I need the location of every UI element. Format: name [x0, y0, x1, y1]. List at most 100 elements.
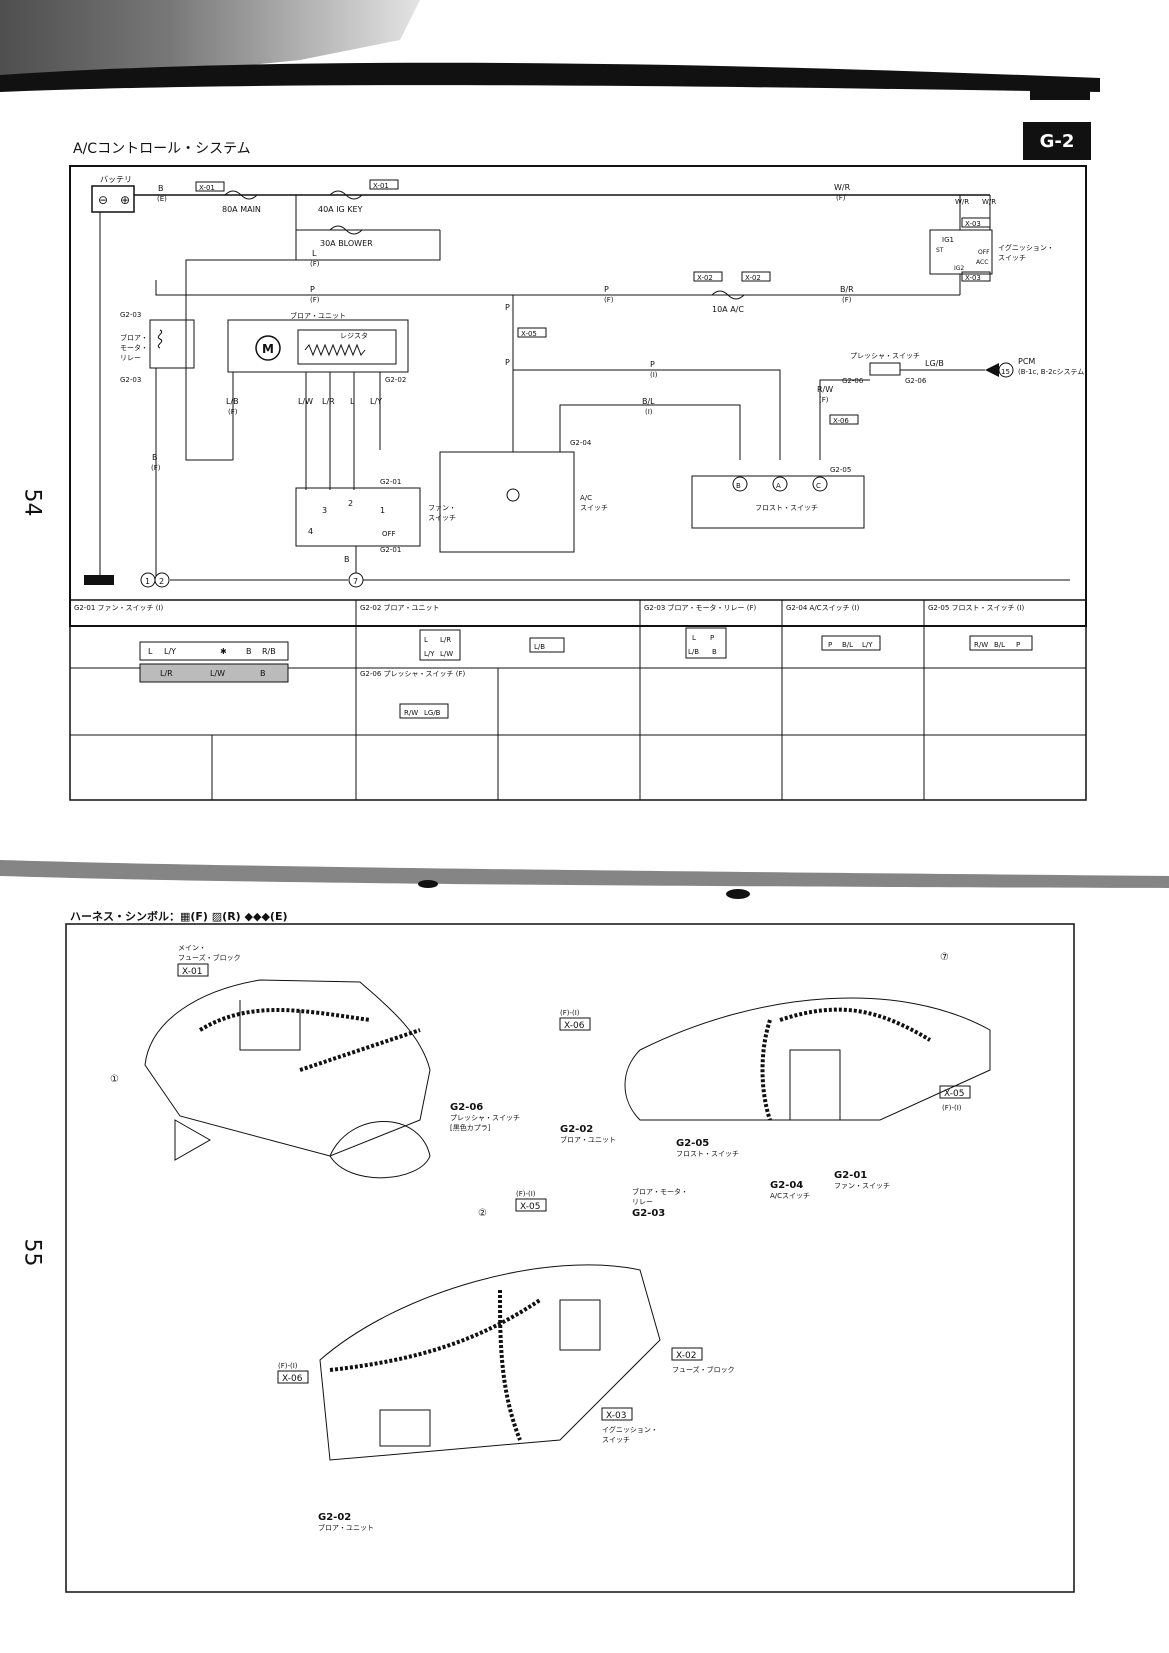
svg-text:⊕: ⊕ — [120, 193, 130, 207]
svg-text:(F): (F) — [604, 296, 614, 304]
svg-text:(E): (E) — [157, 195, 167, 203]
svg-text:G2-01 ファン・スイッチ (I): G2-01 ファン・スイッチ (I) — [74, 604, 164, 612]
svg-text:80A MAIN: 80A MAIN — [222, 205, 261, 214]
svg-text:P: P — [310, 285, 315, 294]
fan-switch: G2-01 32 14 OFF ファン・スイッチ G2-01 — [295, 478, 456, 554]
svg-text:X-06: X-06 — [282, 1374, 303, 1384]
svg-text:スイッチ: スイッチ — [602, 1436, 630, 1444]
svg-text:G2-03 ブロア・モータ・リレー (F): G2-03 ブロア・モータ・リレー (F) — [644, 603, 757, 612]
svg-text:リレー: リレー — [120, 354, 141, 362]
svg-text:G2-02 ブロア・ユニット: G2-02 ブロア・ユニット — [360, 603, 440, 612]
svg-text:ブロア・ユニット: ブロア・ユニット — [290, 311, 346, 320]
svg-text:(B-1c, B-2cシステム): (B-1c, B-2cシステム) — [1018, 368, 1087, 376]
svg-text:プレッシャ・スイッチ: プレッシャ・スイッチ — [450, 1114, 520, 1122]
battery-symbol: バッテリ ⊖⊕ — [91, 175, 135, 213]
svg-text:R/W: R/W — [404, 709, 418, 717]
ac-switch: X-05 PP G2-04 A/Cスイッチ — [439, 295, 608, 553]
svg-text:スイッチ: スイッチ — [428, 514, 456, 522]
svg-text:B: B — [158, 184, 164, 193]
svg-text:L/Y: L/Y — [370, 397, 382, 406]
svg-text:P: P — [505, 303, 510, 312]
svg-text:A: A — [776, 482, 781, 490]
svg-text:G2-06: G2-06 — [905, 377, 927, 385]
svg-text:30A BLOWER: 30A BLOWER — [320, 239, 373, 248]
svg-text:1: 1 — [380, 506, 385, 515]
svg-text:L: L — [424, 636, 428, 644]
svg-text:X-05: X-05 — [521, 330, 537, 338]
svg-text:A/Cスイッチ: A/Cスイッチ — [770, 1192, 810, 1200]
svg-text:3: 3 — [322, 506, 327, 515]
svg-text:フロスト・スイッチ: フロスト・スイッチ — [755, 504, 818, 512]
svg-text:P: P — [710, 634, 714, 642]
svg-text:(F): (F) — [819, 396, 829, 404]
svg-text:P: P — [1016, 641, 1020, 649]
svg-text:A/C: A/C — [580, 494, 592, 502]
section-code-badge: G-2 — [1023, 122, 1091, 160]
svg-text:C: C — [816, 482, 821, 490]
svg-text:M: M — [262, 342, 274, 356]
svg-text:(F): (F) — [836, 194, 846, 202]
svg-text:LG/B: LG/B — [925, 359, 944, 368]
harness-legend: ハーネス・シンボル：▦(F) ▨(R) ◆◆◆(E) — [70, 910, 288, 923]
svg-text:(F)-(I): (F)-(I) — [560, 1009, 580, 1017]
svg-text:G2-03: G2-03 — [120, 311, 141, 319]
svg-text:L/B: L/B — [688, 648, 699, 656]
svg-text:L/W: L/W — [298, 397, 313, 406]
svg-text:(F): (F) — [310, 296, 320, 304]
svg-text:B/L: B/L — [842, 641, 853, 649]
svg-text:R/B: R/B — [262, 647, 276, 656]
svg-text:R/W: R/W — [974, 641, 988, 649]
svg-text:OFF: OFF — [382, 530, 396, 538]
svg-text:L/R: L/R — [440, 636, 451, 644]
blower-unit: ブロア・ユニット M レジスタ G2-02 — [227, 311, 409, 384]
svg-text:フューズ・ブロック: フューズ・ブロック — [178, 953, 241, 962]
svg-text:(I): (I) — [650, 371, 658, 379]
svg-text:G2-04: G2-04 — [770, 1180, 803, 1191]
svg-text:X-02: X-02 — [745, 274, 761, 282]
svg-text:①: ① — [110, 1074, 119, 1085]
svg-text:PCM: PCM — [1018, 357, 1035, 366]
svg-text:②: ② — [478, 1208, 487, 1219]
dashboard-left-view — [319, 1264, 661, 1461]
svg-text:(F): (F) — [228, 408, 238, 416]
svg-text:IG2: IG2 — [954, 265, 964, 272]
svg-text:レジスタ: レジスタ — [340, 331, 368, 340]
svg-text:ブロア・: ブロア・ — [120, 333, 148, 342]
svg-text:B: B — [736, 482, 741, 490]
svg-text:G2-02: G2-02 — [560, 1124, 593, 1135]
svg-text:X-05: X-05 — [944, 1089, 964, 1099]
svg-text:X-06: X-06 — [833, 417, 849, 425]
svg-text:(F): (F) — [842, 296, 852, 304]
svg-text:B: B — [152, 453, 158, 462]
dashboard-right-view — [624, 997, 991, 1121]
svg-text:G2-03: G2-03 — [120, 376, 141, 384]
svg-text:L: L — [350, 397, 355, 406]
svg-text:4: 4 — [308, 527, 313, 536]
svg-text:イグニッション・: イグニッション・ — [602, 1425, 658, 1434]
svg-text:W/R: W/R — [834, 183, 851, 192]
svg-text:[黒色カプラ]: [黒色カプラ] — [450, 1123, 491, 1132]
svg-text:B: B — [246, 647, 252, 656]
component-location-drawings: メイン・フューズ・ブロック X-01 ① G2-06 プレッシャ・スイッチ[黒色… — [65, 923, 1075, 1593]
svg-text:メイン・: メイン・ — [178, 944, 206, 952]
svg-text:IG1: IG1 — [942, 236, 954, 244]
blower-motor-relay: G2-03 ブロア・モータ・リレー G2-03 — [120, 311, 195, 384]
scan-artifact-top — [0, 0, 1100, 100]
svg-text:X-03: X-03 — [965, 274, 981, 282]
svg-text:X-05: X-05 — [520, 1202, 540, 1212]
svg-text:B: B — [344, 555, 350, 564]
svg-text:⊖: ⊖ — [98, 193, 108, 207]
svg-text:X-01: X-01 — [182, 967, 202, 977]
svg-text:G2-06: G2-06 — [842, 377, 864, 385]
svg-text:L/R: L/R — [160, 669, 173, 678]
svg-text:B/L: B/L — [642, 397, 655, 406]
svg-text:P: P — [505, 358, 510, 367]
svg-text:X-01: X-01 — [199, 184, 215, 192]
wiring-schematic: バッテリ ⊖⊕ B(E) X-01 80A MAIN 40A IG KEY X-… — [69, 165, 1087, 801]
svg-text:(F)-(I): (F)-(I) — [278, 1362, 298, 1370]
svg-text:G2-03: G2-03 — [632, 1208, 665, 1219]
scan-fold-artifact — [0, 860, 1169, 899]
svg-text:イグニッション・: イグニッション・ — [998, 243, 1054, 252]
